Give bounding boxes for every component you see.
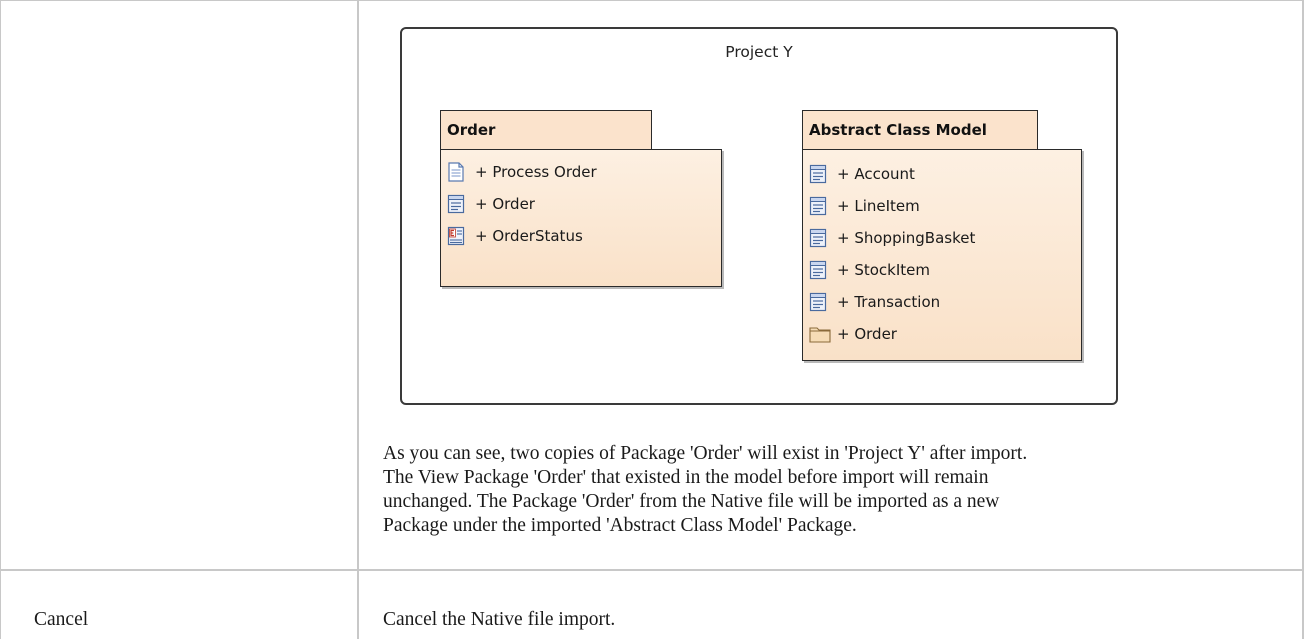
- item-label: + Process Order: [475, 163, 597, 181]
- class-icon: [809, 292, 827, 312]
- diagram-title: Project Y: [725, 43, 793, 61]
- item-label: + OrderStatus: [475, 227, 583, 245]
- package-item: + OrderStatus: [447, 224, 583, 248]
- class-icon: [809, 228, 827, 248]
- table-right-border: [1302, 0, 1304, 639]
- table-top-border: [0, 0, 1304, 1]
- package-item: + ShoppingBasket: [809, 226, 975, 250]
- class-icon: [809, 260, 827, 280]
- class-icon: [447, 194, 465, 214]
- item-label: + StockItem: [837, 261, 930, 279]
- package-item: + Transaction: [809, 290, 940, 314]
- table-row-divider: [0, 569, 1304, 571]
- item-label: + Transaction: [837, 293, 941, 311]
- item-label: + LineItem: [837, 197, 920, 215]
- class-icon: [809, 164, 827, 184]
- item-label: + ShoppingBasket: [837, 229, 976, 247]
- option-cancel-description: Cancel the Native file import.: [383, 609, 616, 630]
- table-left-border: [0, 0, 1, 639]
- description-line: Package under the imported 'Abstract Cla…: [383, 515, 857, 536]
- package-name: Order: [447, 121, 496, 139]
- package-order: + Process Order + Order + OrderStatus: [440, 149, 722, 287]
- package-tab-abstract-class-model: Abstract Class Model: [802, 110, 1038, 150]
- package-item: + StockItem: [809, 258, 930, 282]
- item-label: + Account: [837, 165, 915, 183]
- package-item: + Account: [809, 162, 915, 186]
- package-abstract-class-model: + Account + LineItem + ShoppingBasket: [802, 149, 1082, 361]
- package-tab-order: Order: [440, 110, 652, 150]
- document-icon: [448, 162, 464, 182]
- option-cancel-label: Cancel: [34, 609, 89, 630]
- enumeration-icon: [447, 226, 465, 246]
- package-item: + LineItem: [809, 194, 920, 218]
- description-line: The View Package 'Order' that existed in…: [383, 467, 989, 488]
- package-name: Abstract Class Model: [809, 121, 987, 139]
- package-item: + Process Order: [447, 160, 597, 184]
- item-label: + Order: [475, 195, 535, 213]
- class-icon: [809, 196, 827, 216]
- item-label: + Order: [837, 325, 897, 343]
- table-column-divider: [357, 0, 359, 639]
- description-line: As you can see, two copies of Package 'O…: [383, 443, 1028, 464]
- package-item: + Order: [809, 322, 897, 346]
- package-item: + Order: [447, 192, 535, 216]
- folder-icon: [809, 327, 831, 343]
- description-line: unchanged. The Package 'Order' from the …: [383, 491, 1000, 512]
- description-paragraph: As you can see, two copies of Package 'O…: [383, 442, 1283, 538]
